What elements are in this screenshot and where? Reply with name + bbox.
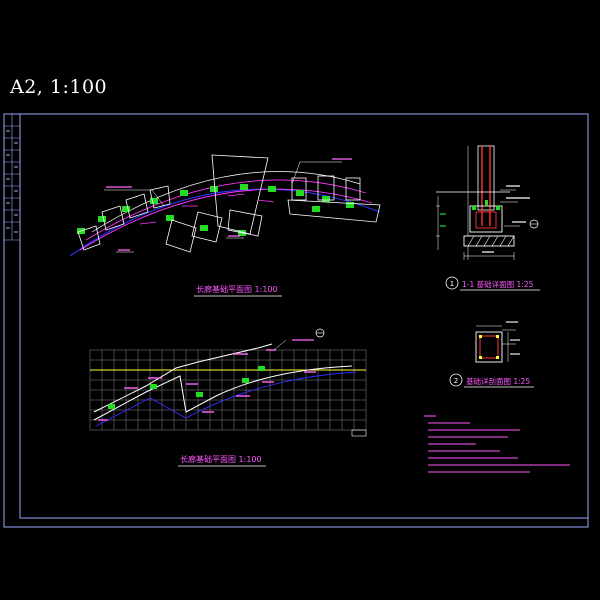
sheet-heading: A2, 1:100 (10, 76, 108, 98)
plan-caption-top: 长廊基础平面图 1:100 (196, 284, 278, 294)
corridor-path-bottom-inner (93, 365, 353, 421)
dimension-labels-bottom (98, 349, 316, 421)
plan-view-top: 长廊基础平面图 1:100 (69, 154, 381, 297)
plan-caption-bottom: 长廊基础平面图 1:100 (180, 454, 262, 464)
sheet-frame (3, 113, 589, 528)
corridor-path-bottom-outer (93, 343, 273, 413)
north-arrow-bottom (273, 328, 325, 351)
leader-lines-top (104, 161, 342, 253)
section-1-detail: 1 1-1 基础详面图 1:25 (436, 145, 540, 291)
section-1-marker-number: 1 (450, 280, 454, 288)
section-1-grid-bubble (529, 219, 539, 229)
plan-view-bottom: 长廊基础平面图 1:100 (89, 328, 367, 467)
section-1-caption: 1-1 基础详面图 1:25 (462, 279, 534, 289)
corridor-centerline-bottom (95, 371, 357, 427)
small-label-dashes-top (106, 158, 352, 251)
column-cross-section (475, 331, 503, 363)
title-strip-marks (6, 130, 18, 233)
column-footings-bottom (108, 366, 265, 409)
section-2-marker-circle (449, 373, 463, 387)
section-1-dimensions (436, 189, 520, 260)
section-2-text-dashes (506, 321, 520, 355)
grid-lines (89, 349, 367, 431)
section-2-dimensions (476, 325, 516, 362)
foundation-outlines-top (77, 154, 381, 253)
column-rebar (481, 146, 491, 226)
section-2-marker-number: 2 (454, 377, 458, 385)
footing-green-marks (472, 200, 500, 210)
column-section (477, 145, 495, 211)
section-callout-marks-top (139, 193, 275, 225)
corner-bars (479, 335, 499, 359)
column-footings-top (77, 184, 354, 236)
section-2-detail: 2 基础详剖面图 1:25 (449, 321, 534, 388)
section-2-caption: 基础详剖面图 1:25 (466, 376, 530, 386)
gravel-bed (463, 235, 515, 247)
section-1-green-ticks (440, 213, 446, 227)
section-1-marker-circle (445, 276, 459, 290)
column-stirrup (479, 335, 499, 359)
notes-block (424, 415, 570, 473)
section-1-text-dashes (482, 185, 530, 253)
corridor-centerline (69, 188, 381, 257)
footing-core (475, 211, 497, 229)
gravel-hatch (467, 235, 515, 247)
inner-border (19, 113, 589, 519)
title-strip-cells (4, 125, 20, 241)
grid-scale-box (351, 429, 367, 437)
